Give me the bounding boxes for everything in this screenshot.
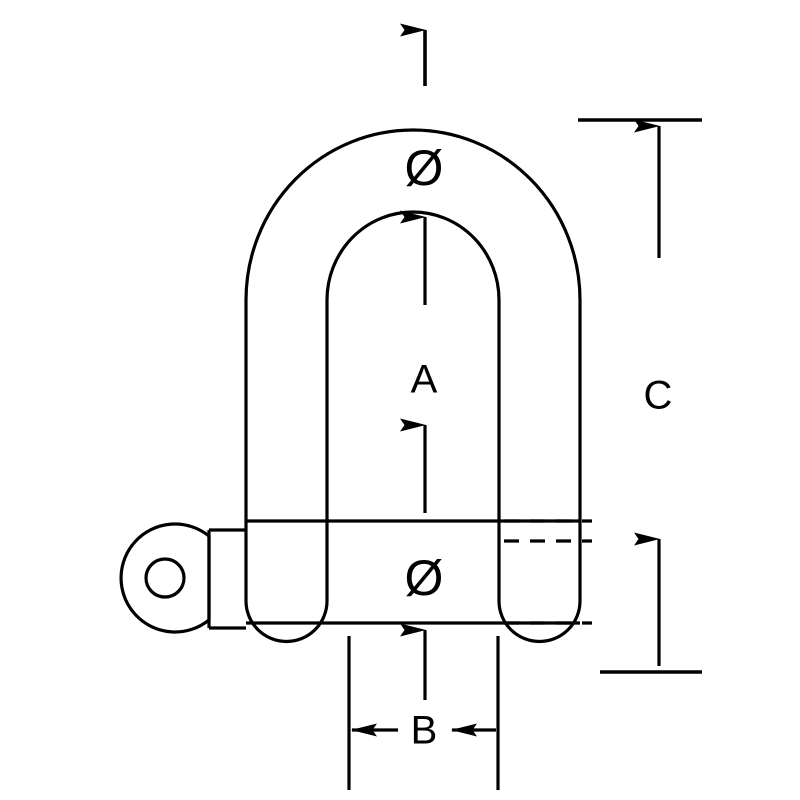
dimension-c-label: C <box>644 374 673 418</box>
pin-diameter-label: Ø <box>405 550 444 606</box>
shackle-pin-group <box>246 519 580 625</box>
dimension-b-label: B <box>411 709 438 753</box>
hidden-thread-lines <box>504 519 592 625</box>
overall-length-dimension <box>578 118 702 674</box>
bow-diameter-label: Ø <box>405 140 444 196</box>
inside-width-dimension <box>347 636 500 790</box>
pin-collar <box>207 528 246 630</box>
pin-head-group <box>119 522 246 634</box>
shackle-outer-profile <box>244 128 582 644</box>
shackle-body-group <box>244 128 582 644</box>
pin-head-outline <box>119 522 211 634</box>
dimension-a-label: A <box>411 358 438 402</box>
pin-head-hole <box>144 557 186 599</box>
